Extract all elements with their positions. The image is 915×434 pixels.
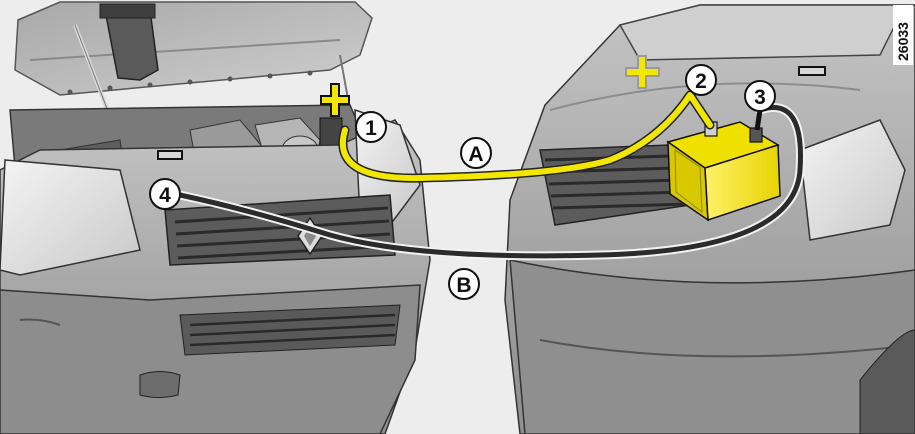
figure-reference: 26033 [895,22,911,61]
label-point-3: 3 [744,80,776,112]
plus-icon [625,55,660,89]
cable-a [338,90,715,183]
label-cable-a: A [460,137,492,169]
right-bumper [509,259,915,434]
right-headlamp [799,119,906,241]
minus-icon [798,66,826,76]
label-point-1: 1 [355,111,387,143]
label-point-2: 2 [685,64,717,96]
battery-negative-terminal [749,127,763,143]
label-cable-b-text: B [456,274,471,297]
label-point-4: 4 [149,178,181,210]
minus-icon [157,150,183,160]
battery-icon [666,121,781,222]
reference-box [893,5,913,65]
label-point-1-text: 1 [365,117,377,140]
left-vehicle [0,1,431,434]
plus-icon [320,83,350,117]
label-cable-a-text: A [468,143,483,166]
label-point-3-text: 3 [754,86,766,109]
cable-b [175,103,805,261]
label-cable-b: B [448,268,480,300]
label-point-4-text: 4 [159,184,171,207]
label-point-2-text: 2 [695,70,707,93]
left-headlamp-left [0,159,141,276]
